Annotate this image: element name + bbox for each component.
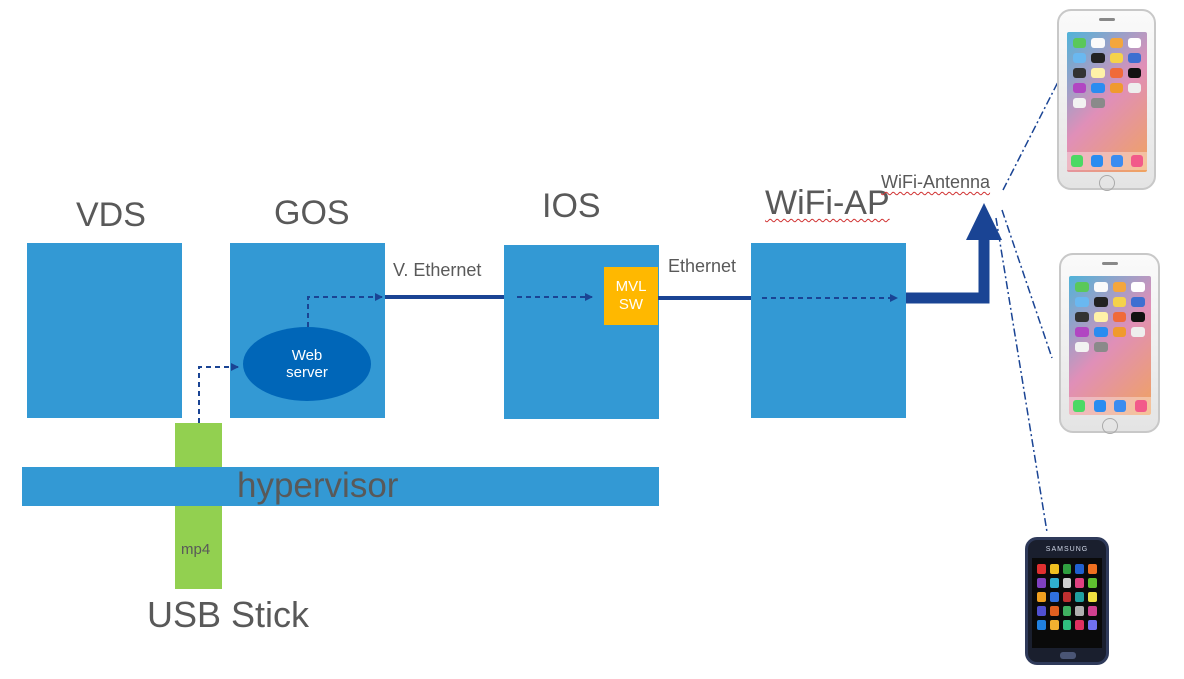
- iphone-middle-home-button: [1101, 418, 1118, 434]
- usb-to-web-server-link: [198, 363, 239, 423]
- wireless-link-samsung: [995, 217, 1048, 533]
- v-ethernet-label: V. Ethernet: [393, 260, 482, 280]
- wireless-link-middle-phone: [1001, 209, 1053, 359]
- iphone-top: [1057, 9, 1156, 191]
- iphone-middle-screen: [1069, 276, 1151, 415]
- web-server-node: Web server: [243, 327, 371, 401]
- samsung-screen: [1032, 558, 1102, 648]
- ios-label: IOS: [542, 187, 601, 225]
- vds-label: VDS: [76, 196, 146, 234]
- web-server-line2: server: [286, 364, 328, 381]
- iphone-top-screen: [1067, 32, 1147, 172]
- web-server-uplink: [307, 293, 383, 327]
- mvl-sw-line2: SW: [618, 296, 644, 313]
- iphone-middle-dock: [1069, 397, 1151, 415]
- usb-stick-label: USB Stick: [147, 594, 310, 635]
- iphone-middle: [1059, 253, 1160, 434]
- samsung-brand: SAMSUNG: [1045, 546, 1089, 553]
- wifi-antenna-text: WiFi-Antenna: [881, 172, 991, 192]
- antenna-feed: [906, 236, 990, 304]
- wifi-antenna-label: WiFi-Antenna: [881, 172, 990, 193]
- wifi-ap-label: WiFi-AP: [765, 184, 890, 223]
- hypervisor-bar: [22, 467, 659, 506]
- wifi-ap-text: WiFi-AP: [765, 184, 890, 222]
- mp4-label: mp4: [181, 541, 211, 558]
- web-server-line1: Web: [291, 347, 323, 364]
- iphone-top-home-button: [1098, 175, 1115, 191]
- iphone-top-dock: [1067, 152, 1147, 170]
- ethernet-label: Ethernet: [668, 256, 737, 276]
- wifi-ap-block: [751, 243, 906, 418]
- iphone-top-speaker: [1099, 18, 1115, 21]
- vds-block: [27, 243, 182, 418]
- usb-stick-body: [175, 423, 222, 589]
- iphone-middle-speaker: [1102, 262, 1118, 265]
- hypervisor-label: hypervisor: [237, 466, 399, 505]
- wireless-link-top-phone: [1002, 77, 1061, 191]
- samsung-home-button: [1060, 652, 1076, 659]
- antenna-arrowhead: [966, 203, 1002, 240]
- samsung-phone: SAMSUNG: [1025, 537, 1109, 665]
- mvl-sw-box: MVL SW: [604, 267, 658, 325]
- gos-label: GOS: [274, 194, 350, 232]
- mvl-sw-line1: MVL: [615, 278, 647, 295]
